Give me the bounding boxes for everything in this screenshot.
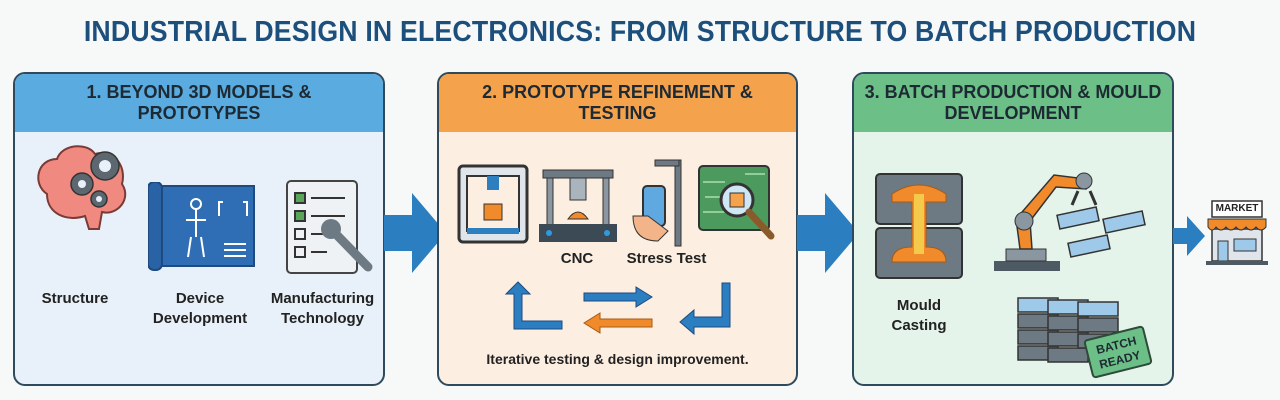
market-store-icon: [1206, 200, 1268, 265]
flow-arrow-1: [384, 193, 446, 273]
iteration-caption: Iterative testing & design improvement.: [486, 351, 749, 367]
panel-heading: 3. BATCH PRODUCTION & MOULD DEVELOPMENT: [854, 74, 1172, 132]
iteration-cycle-arrows-icon: [504, 281, 731, 336]
item-cnc: CNC: [560, 250, 594, 267]
item-manufacturing-technology: Manufacturing Technology: [270, 290, 375, 327]
item-mould-casting: Mould Casting: [891, 297, 947, 334]
panel-heading: 2. PROTOTYPE REFINEMENT & TESTING: [439, 74, 796, 132]
robot-arm-icon: [994, 172, 1146, 271]
blueprint-skeleton-icon: [148, 182, 255, 271]
panel-heading: 1. BEYOND 3D MODELS & PROTOTYPES: [15, 74, 383, 132]
page-title: INDUSTRIAL DESIGN IN ELECTRONICS: FROM S…: [83, 16, 1197, 48]
flow-arrow-2: [797, 193, 859, 273]
item-device-development: Device Development: [152, 290, 248, 327]
mould-casting-icon: [875, 173, 963, 279]
panel-beyond-3d-models: 1. BEYOND 3D MODELS & PROTOTYPES Structu…: [13, 72, 385, 386]
circuit-magnifier-icon: [698, 165, 775, 240]
flow-arrow-3: [1173, 216, 1205, 256]
stress-test-phone-icon: [632, 159, 682, 247]
3d-printer-icon: [457, 164, 529, 244]
cnc-machine-icon: [539, 169, 617, 242]
brain-gears-icon: [37, 145, 127, 230]
panel-prototype-refinement: 2. PROTOTYPE REFINEMENT & TESTING CNC St…: [437, 72, 798, 386]
market-label: MARKET: [1215, 203, 1259, 214]
item-structure: Structure: [41, 290, 109, 307]
panel-batch-production: 3. BATCH PRODUCTION & MOULD DEVELOPMENT …: [852, 72, 1174, 386]
item-stress-test: Stress Test: [626, 250, 707, 267]
checklist-wrench-icon: [286, 180, 373, 274]
